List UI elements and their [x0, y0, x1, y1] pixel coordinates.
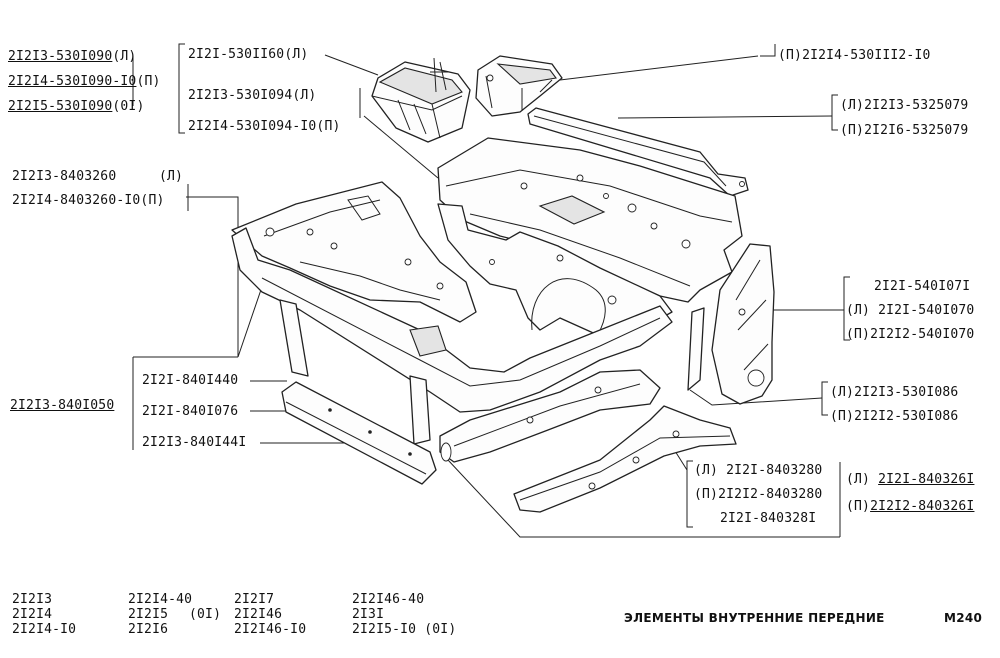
model-col2-note: (0I): [189, 607, 222, 622]
lower-crossbar-part: [281, 381, 437, 485]
lower-member-part: [513, 405, 737, 513]
part-code: 2I2I5-530I090: [8, 99, 113, 114]
side-mark: (Л): [112, 49, 137, 64]
label-right-group3-2: (П)2I2I2-530I086: [830, 409, 959, 424]
side-mark: (Л): [159, 169, 184, 184]
model-col3-1: 2I2I7: [234, 592, 275, 607]
label-left-bracket-1: 2I2I-840I440: [142, 373, 239, 388]
label-bottom-center-3: 2I2I-840328I: [720, 511, 817, 526]
side-mark: (Л): [846, 472, 879, 487]
label-bottom-center-2: (П)2I2I2-8403280: [694, 487, 823, 502]
part-code: 2I2I3-8403260: [12, 169, 117, 184]
label-right-group2-1: 2I2I-540I07I: [874, 279, 971, 294]
model-col3-3: 2I2I46-I0: [234, 622, 307, 637]
front-floor-panel-part: [231, 181, 477, 323]
model-col1-3: 2I2I4-I0: [12, 622, 77, 637]
diagram-caption: ЭЛЕМЕНТЫ ВНУТРЕННИЕ ПЕРЕДНИЕ: [624, 611, 885, 625]
label-right-group1-2: (П)2I2I6-5325079: [840, 123, 969, 138]
model-col2-1: 2I2I4-40: [128, 592, 193, 607]
label-bottom-right-2: (П)2I2I2-840326I: [846, 499, 974, 515]
model-col4-1: 2I2I46-40: [352, 592, 425, 607]
battery-tray-part: [371, 57, 471, 143]
side-mark: (П): [846, 499, 871, 514]
label-top-right: (П)2I2I4-530III2-I0: [778, 48, 931, 63]
label-left-main: 2I2I3-840I050: [10, 398, 115, 413]
label-bracket-top-2: 2I2I3-530I094(Л): [188, 88, 317, 103]
label-left-group2-1: 2I2I3-8403260 (Л): [12, 169, 183, 185]
part-code: 2I2I-840326I: [878, 472, 975, 487]
label-top-left-3: 2I2I5-530I090(0I): [8, 99, 144, 115]
front-side-member-part: [439, 369, 661, 463]
label-right-group2-3: (П)2I2I2-540I070: [846, 327, 975, 342]
label-left-bracket-2: 2I2I-840I076: [142, 404, 239, 419]
upper-rail-part: [527, 107, 749, 197]
label-right-group1-1: (Л)2I2I3-5325079: [840, 98, 969, 113]
label-right-group3-1: (Л)2I2I3-530I086: [830, 385, 959, 400]
side-mark: (0I): [112, 99, 145, 114]
label-right-group2-2: (Л) 2I2I-540I070: [846, 303, 975, 318]
leader-lines: [132, 43, 850, 538]
model-col2-2: 2I2I5: [128, 607, 169, 622]
model-col4-3: 2I2I5-I0 (0I): [352, 622, 457, 637]
side-mark: (П): [136, 74, 161, 89]
model-col2-3: 2I2I6: [128, 622, 169, 637]
label-bottom-center-1: (Л) 2I2I-8403280: [694, 463, 823, 478]
page-code: M240: [944, 611, 983, 625]
part-code: 2I2I2-840326I: [870, 499, 975, 514]
label-bracket-top-3: 2I2I4-530I094-I0(П): [188, 119, 341, 134]
label-bottom-right-1: (Л) 2I2I-840326I: [846, 472, 974, 488]
label-top-left-1: 2I2I3-530I090(Л): [8, 49, 136, 65]
part-code: 2I2I4-530I090-I0: [8, 74, 137, 89]
label-top-left-2: 2I2I4-530I090-I0(П): [8, 74, 161, 90]
model-col4-2: 2I3I: [352, 607, 385, 622]
label-bracket-top-1: 2I2I-530II60(Л): [188, 47, 309, 62]
shelf-bracket-part: [475, 55, 563, 117]
side-brace-part: [711, 243, 775, 405]
label-left-group2-2: 2I2I4-8403260-I0(П): [12, 193, 165, 208]
model-col1-2: 2I2I4: [12, 607, 53, 622]
radiator-frame-part: [231, 227, 705, 445]
model-col3-2: 2I2I46: [234, 607, 283, 622]
model-col1-1: 2I2I3: [12, 592, 53, 607]
bulkhead-panel-part: [437, 137, 743, 303]
part-code: 2I2I3-530I090: [8, 49, 113, 64]
label-left-bracket-3: 2I2I3-840I44I: [142, 435, 247, 450]
